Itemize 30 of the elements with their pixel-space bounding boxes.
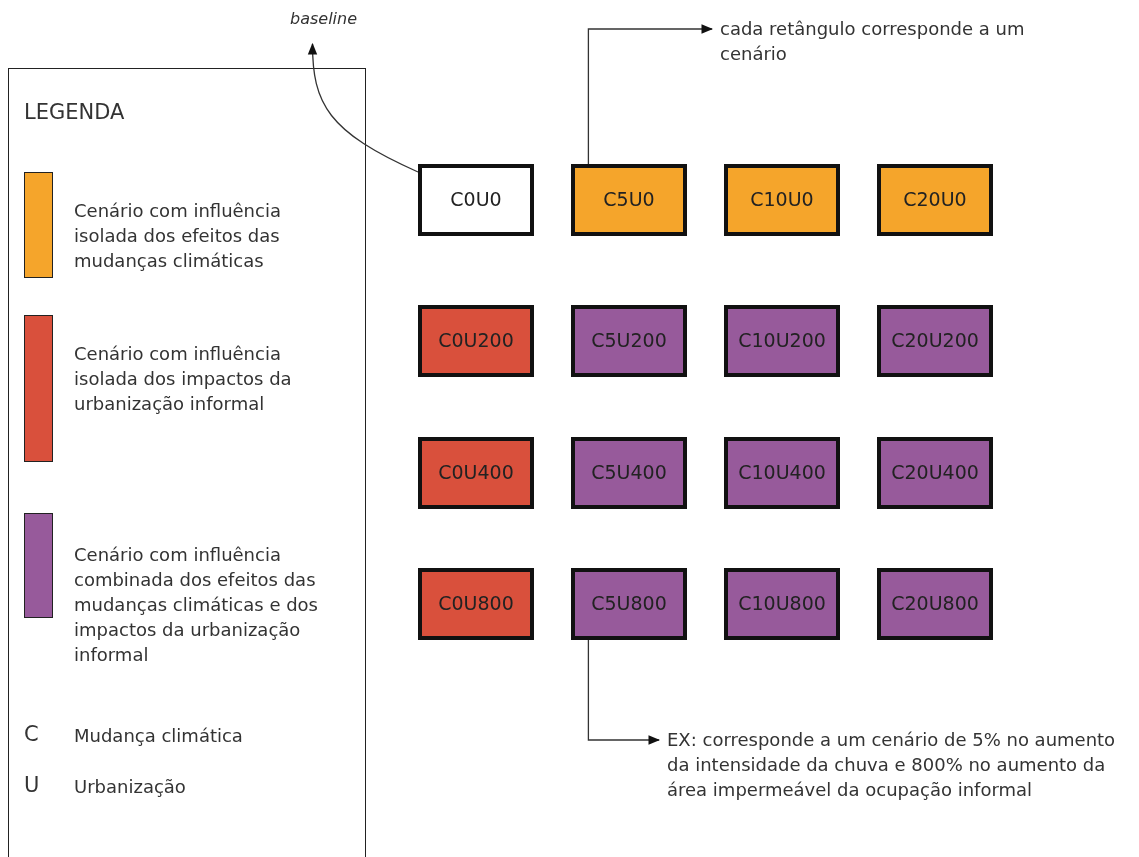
legend-symbol: U xyxy=(24,773,40,798)
scenario-tile: C20U800 xyxy=(877,568,993,640)
scenario-tile: C0U0 xyxy=(418,164,534,236)
legend-symbol: C xyxy=(24,722,39,747)
legend-text: Cenário com influência combinada dos efeitos das mudanças climáticas e dos impactos da urbanização informal xyxy=(74,543,319,667)
scenario-tile: C5U400 xyxy=(571,437,687,509)
scenario-tile: C20U200 xyxy=(877,305,993,377)
annotation-text: cada retângulo corresponde a um cenário xyxy=(720,16,1080,66)
scenario-tile: C10U0 xyxy=(724,164,840,236)
legend-text: Urbanização xyxy=(74,775,187,799)
scenario-tile: C0U200 xyxy=(418,305,534,377)
scenario-tile: C0U400 xyxy=(418,437,534,509)
leader-line xyxy=(587,24,714,165)
scenario-tile: C20U0 xyxy=(877,164,993,236)
annotation-text: baseline xyxy=(290,6,380,31)
scenario-tile: C10U400 xyxy=(724,437,840,509)
leader-line xyxy=(308,42,419,173)
scenario-tile: C5U0 xyxy=(571,164,687,236)
scenario-tile: C0U800 xyxy=(418,568,534,640)
annotation-text: EX: corresponde a um cenário de 5% no aumento da intensidade da chuva e 800% no aumento da área impermeável da ocupação informal xyxy=(667,727,1117,802)
scenario-tile: C20U400 xyxy=(877,437,993,509)
legend-text: Cenário com influência isolada dos efeitos das mudanças climáticas xyxy=(74,199,282,273)
scenario-tile: C10U800 xyxy=(724,568,840,640)
leader-line xyxy=(587,639,661,745)
scenario-tile: C5U200 xyxy=(571,305,687,377)
legend-text: Cenário com influência isolada dos impactos da urbanização informal xyxy=(74,342,293,416)
scenario-tile: C5U800 xyxy=(571,568,687,640)
legend-title: LEGENDA xyxy=(24,100,125,125)
scenario-tile: C10U200 xyxy=(724,305,840,377)
legend-text: Mudança climática xyxy=(74,724,244,748)
